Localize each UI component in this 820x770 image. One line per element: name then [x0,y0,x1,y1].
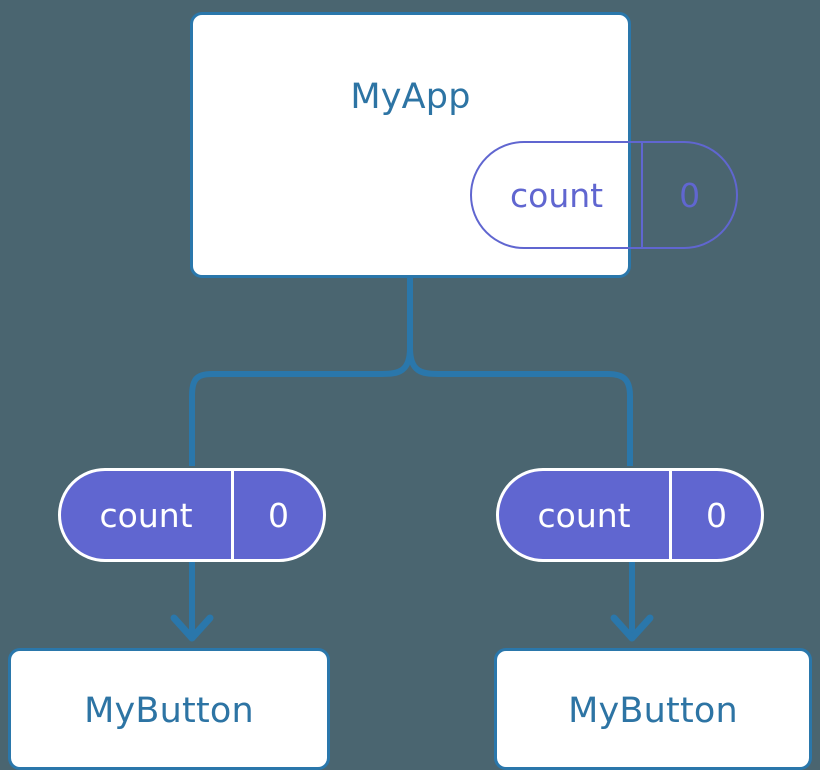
edge-junction-to-left-state [189,347,413,466]
component-label-mybutton-right: MyButton [568,691,738,731]
state-key-label: count [510,175,604,215]
arrowhead-right-icon [610,614,654,642]
edge-junction-to-right-state [407,347,633,466]
component-node-mybutton-left[interactable]: MyButton [8,648,330,770]
state-key-label: count [99,495,193,535]
state-value-label: 0 [669,471,761,559]
component-node-myapp[interactable]: MyApp count 0 [190,12,738,278]
state-pill-child-right[interactable]: count 0 [496,468,764,562]
component-label-mybutton-left: MyButton [84,691,254,731]
arrowhead-left-icon [170,614,214,642]
component-node-mybutton-right[interactable]: MyButton [494,648,812,770]
state-pill-myapp[interactable]: count 0 [470,141,738,249]
component-label-myapp: MyApp [350,77,471,117]
state-value-label: 0 [231,471,323,559]
state-pill-child-left[interactable]: count 0 [58,468,326,562]
state-key-label: count [537,495,631,535]
state-value-label: 0 [641,143,736,247]
